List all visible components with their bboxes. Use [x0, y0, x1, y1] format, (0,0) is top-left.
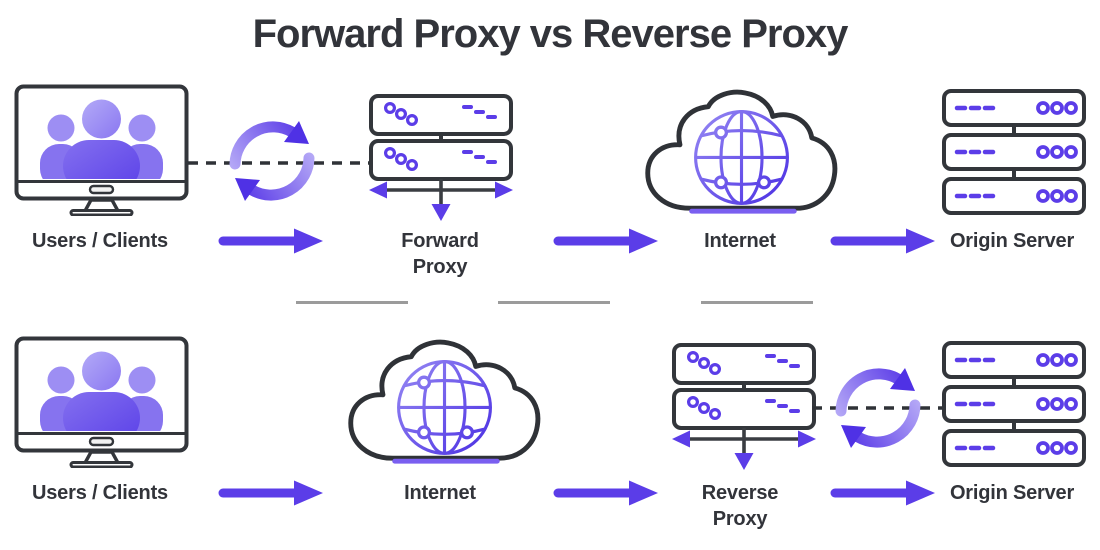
internet-label: Internet — [704, 230, 776, 252]
origin-server-stack-icon — [940, 339, 1088, 471]
internet-cloud-globe-icon — [340, 337, 550, 474]
dashed-connection-line — [812, 406, 946, 410]
forward-proxy-server-icon — [367, 92, 515, 224]
internet-cloud-globe-icon — [637, 87, 847, 224]
users-monitor-icon — [14, 84, 189, 216]
page-title: Forward Proxy vs Reverse Proxy — [252, 12, 849, 56]
flow-arrow-icon — [830, 479, 937, 507]
dashed-connection-line — [188, 161, 371, 165]
origin-server-label: Origin Server — [949, 230, 1075, 252]
row-divider-segment — [701, 301, 813, 304]
flow-arrow-icon — [553, 227, 660, 255]
forward-proxy-label: Forward Proxy — [401, 230, 479, 278]
users-clients-label: Users / Clients — [32, 482, 168, 504]
reverse-proxy-label: Reverse Proxy — [701, 482, 779, 530]
row-divider-segment — [498, 301, 610, 304]
row-divider-segment — [296, 301, 408, 304]
flow-arrow-icon — [218, 227, 325, 255]
sync-arrows-icon — [828, 358, 928, 458]
sync-arrows-icon — [222, 111, 322, 211]
origin-server-stack-icon — [940, 87, 1088, 219]
flow-arrow-icon — [553, 479, 660, 507]
origin-server-label: Origin Server — [949, 482, 1075, 504]
flow-arrow-icon — [218, 479, 325, 507]
users-monitor-icon — [14, 336, 189, 468]
users-clients-label: Users / Clients — [32, 230, 168, 252]
internet-label: Internet — [404, 482, 476, 504]
reverse-proxy-server-icon — [670, 341, 818, 473]
flow-arrow-icon — [830, 227, 937, 255]
